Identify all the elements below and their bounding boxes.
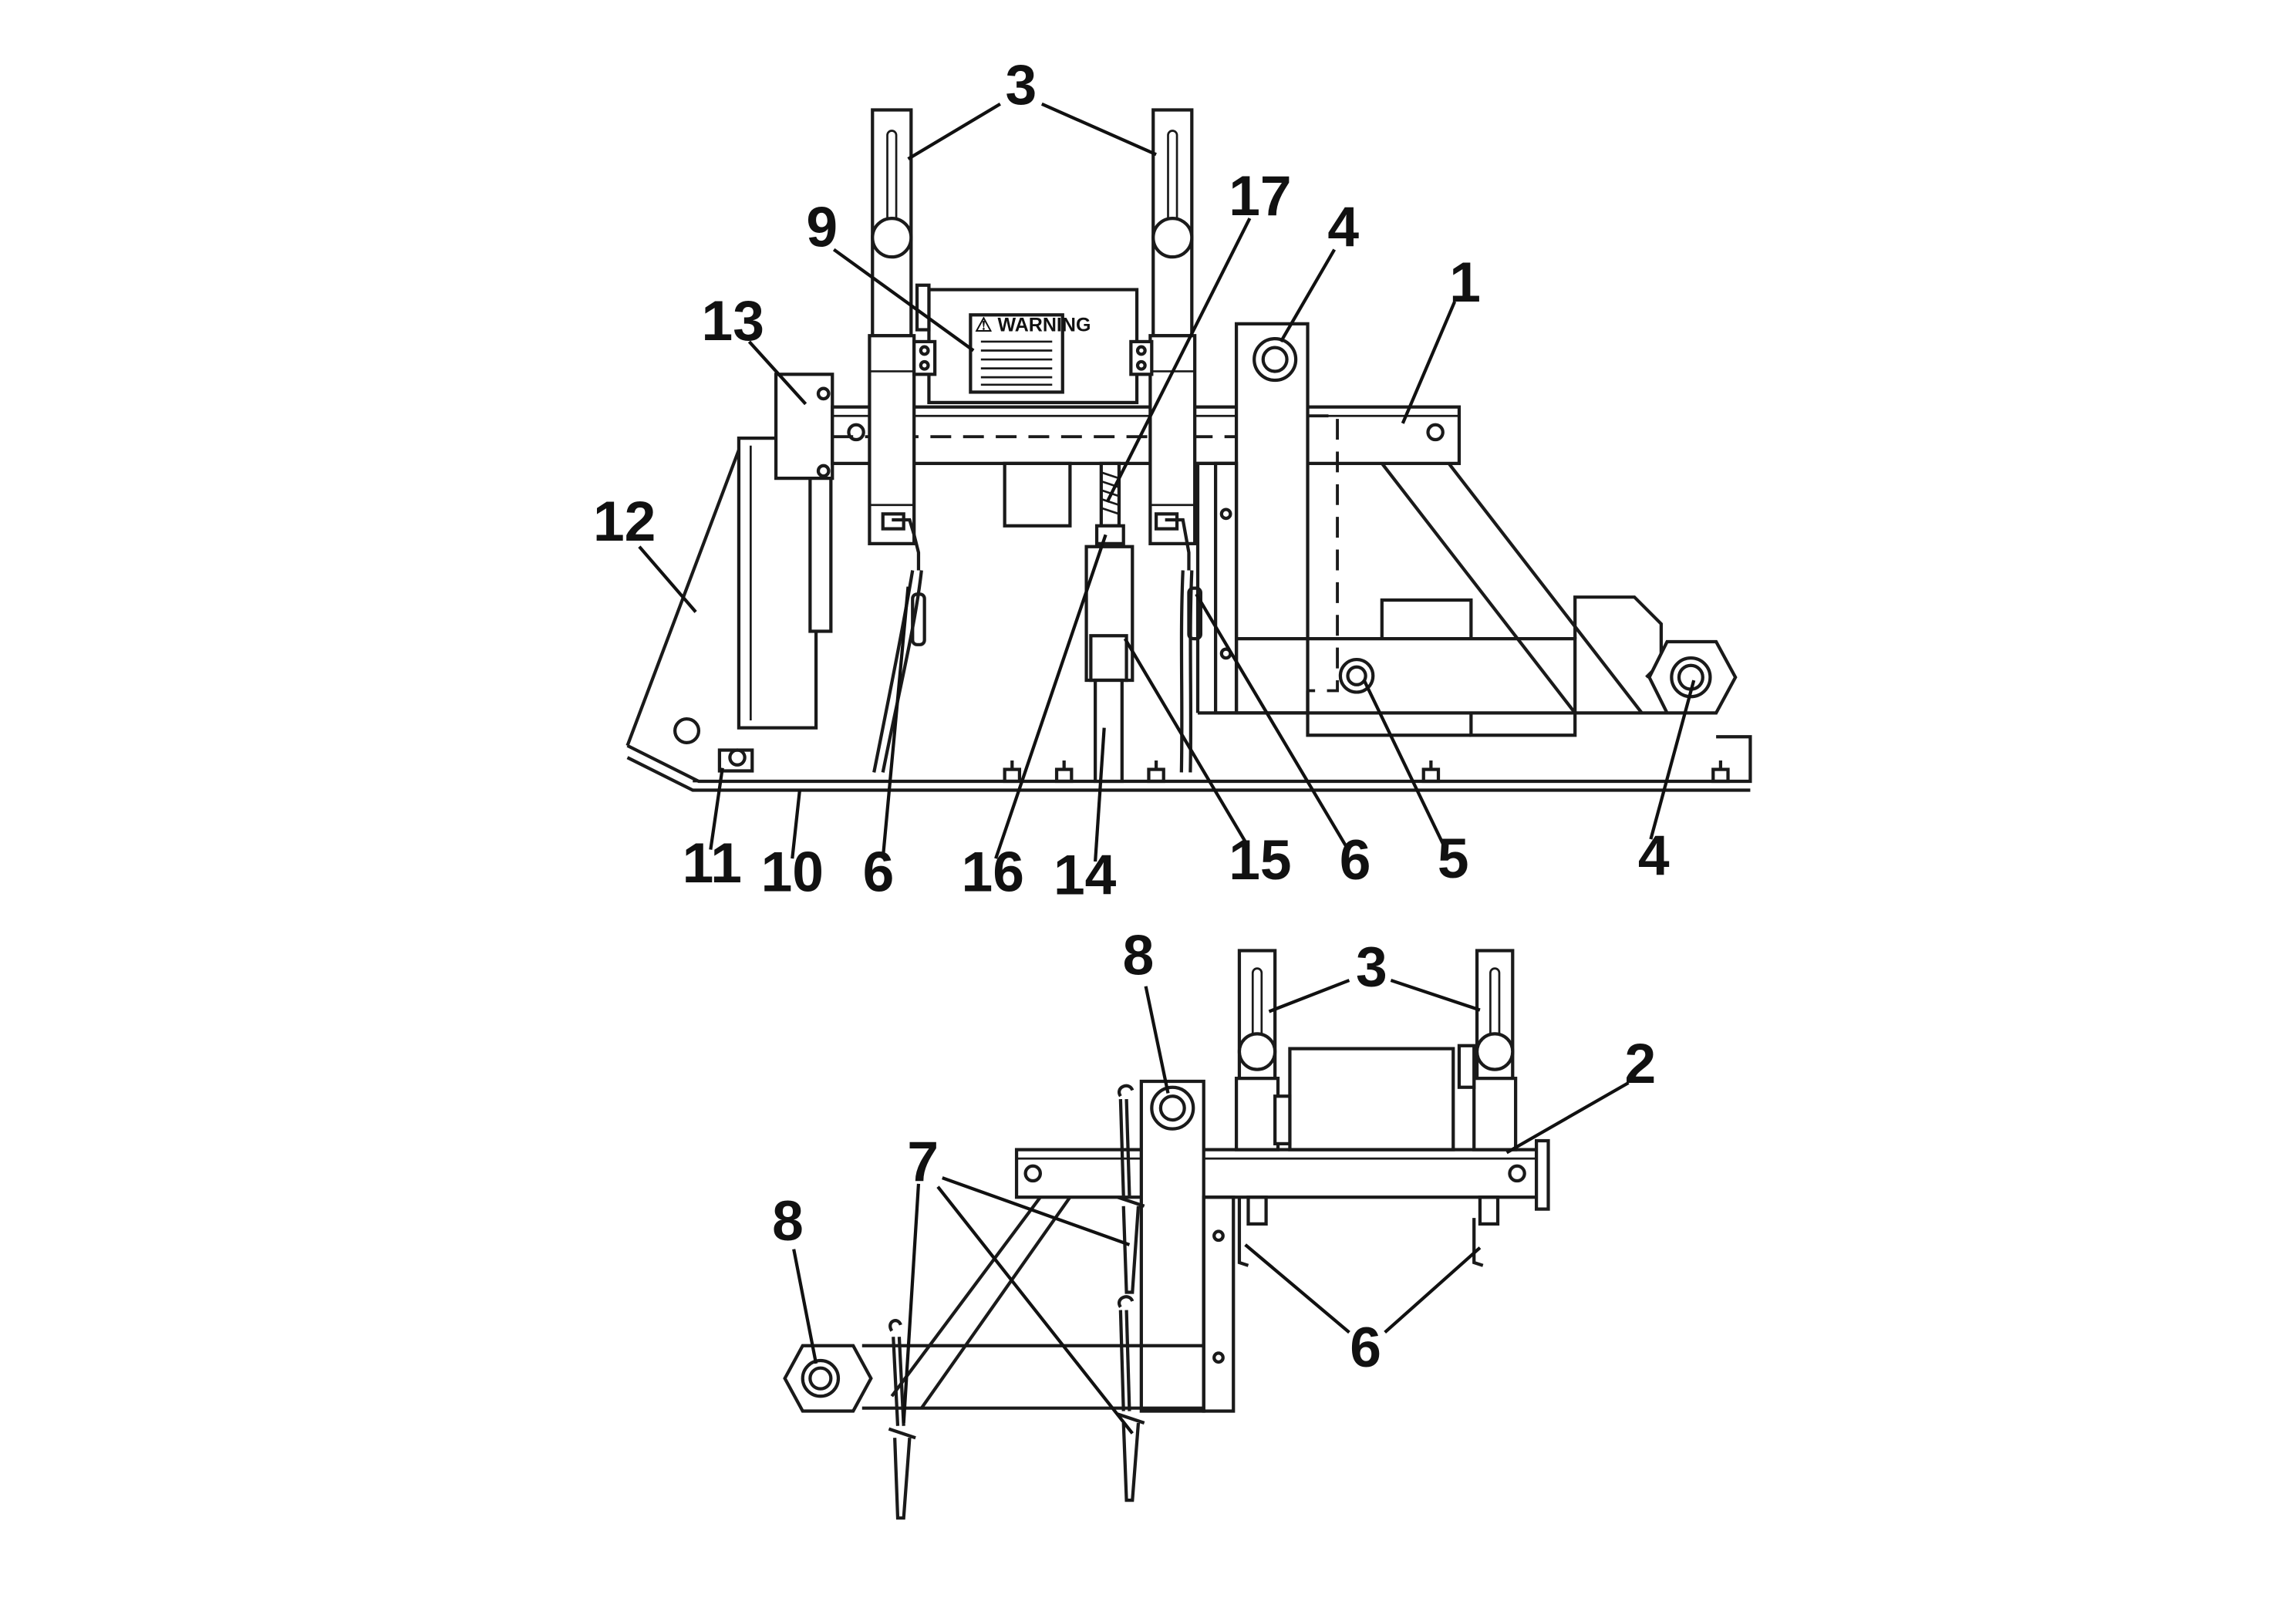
- post-side: [1202, 1195, 1236, 1413]
- hex-pivot: [783, 1344, 873, 1413]
- callout-9: 9: [806, 196, 838, 259]
- warning-decal-text: ⚠ WARNING: [975, 314, 1091, 336]
- callout-8: 8: [1123, 923, 1155, 986]
- pivot-nut: [801, 1358, 841, 1398]
- callout-17: 17: [1229, 164, 1291, 228]
- bolt: [1219, 508, 1232, 521]
- callout-13: 13: [702, 289, 764, 352]
- hitch-pin-ring: [673, 717, 701, 745]
- callout-14: 14: [1054, 843, 1117, 906]
- upright-knob: [1475, 1032, 1515, 1071]
- pivot-bolt: [808, 1366, 833, 1391]
- slot-bottom: [1306, 690, 1472, 737]
- callouts: 3 17 4 9 1 13 12 11 10 6 16 14 15 6 5 4 …: [593, 53, 1670, 1379]
- bolt: [1508, 1164, 1526, 1183]
- base-studs: [1003, 760, 1730, 784]
- lanyard-pin-left: [888, 1319, 916, 1520]
- lanyard-pin-center: [1117, 1084, 1145, 1502]
- callout-4: 4: [1638, 824, 1670, 887]
- upright-knob: [871, 216, 913, 259]
- upright-sleeve: [1472, 1077, 1518, 1152]
- pivot-bolt: [1158, 1094, 1186, 1122]
- hex-pivot: [1647, 639, 1738, 715]
- callout-6: 6: [1340, 828, 1371, 892]
- pivot-nut: [1253, 336, 1298, 383]
- right-post: [1234, 322, 1310, 715]
- cam-plate: [1573, 595, 1663, 679]
- callout-15: 15: [1229, 828, 1291, 892]
- jack-foot: [1094, 678, 1124, 784]
- body-edge: [1195, 461, 1237, 713]
- vertical-post: [1139, 1079, 1205, 1413]
- motor-box: [1003, 461, 1072, 528]
- upright-left: [1237, 949, 1277, 1098]
- callout-11: 11: [683, 831, 742, 895]
- pin-6: [1237, 1197, 1249, 1267]
- chain-left: [872, 512, 926, 773]
- diagonal-brace: [1381, 462, 1576, 714]
- jack-collar: [1094, 524, 1125, 545]
- bottom-assembly: [783, 949, 1550, 1520]
- callout-3: 3: [1005, 53, 1037, 116]
- post-side: [1214, 461, 1239, 715]
- housing-latch: [915, 283, 931, 332]
- callout-2: 2: [1625, 1032, 1657, 1095]
- bracket-13: [774, 373, 834, 481]
- diagonal-brace: [920, 1195, 1072, 1409]
- pin-5-core: [1346, 665, 1367, 686]
- housing-lower: [1288, 1047, 1455, 1152]
- pin-6: [1472, 1218, 1484, 1267]
- bolt: [816, 386, 831, 401]
- callout-7: 7: [907, 1130, 939, 1193]
- warning-decal-lines: [980, 340, 1053, 386]
- bolt: [1426, 423, 1445, 442]
- callout-6: 6: [1350, 1316, 1381, 1379]
- hitch-pin-block: [717, 748, 754, 773]
- callout-4: 4: [1327, 196, 1359, 259]
- callout-3: 3: [1356, 936, 1387, 999]
- hidden-slot: [1306, 414, 1339, 693]
- jack-body: [1084, 545, 1135, 683]
- upright-knob: [1237, 1032, 1277, 1071]
- diagonal-brace: [1447, 462, 1644, 714]
- pivot-bolt: [1261, 346, 1289, 373]
- end-plate: [1534, 1138, 1550, 1211]
- lower-plate: [1236, 636, 1577, 737]
- callout-6: 6: [863, 840, 895, 903]
- callout-16: 16: [962, 840, 1024, 903]
- upper-tab: [1380, 598, 1473, 639]
- leader-lines: [638, 102, 1696, 1435]
- bolt: [816, 464, 831, 478]
- callout-10: 10: [761, 840, 824, 903]
- pivot-nut: [1150, 1085, 1195, 1131]
- bolt: [847, 423, 865, 442]
- warning-decal: [969, 313, 1064, 394]
- upright-right: [1475, 949, 1515, 1098]
- secondary-frame-beam: [1014, 1148, 1539, 1199]
- diagonal-brace: [890, 1195, 1042, 1398]
- callout-5: 5: [1438, 827, 1469, 890]
- callout-12: 12: [593, 490, 656, 553]
- top-assembly: ⚠ WARNING: [625, 108, 1752, 792]
- pin-5: [1338, 657, 1375, 694]
- callout-8: 8: [772, 1189, 804, 1253]
- chain-right: [1154, 512, 1202, 773]
- bolt: [1023, 1164, 1042, 1183]
- base-beam-lower: [626, 756, 1751, 792]
- upright-knob: [1151, 216, 1194, 259]
- upright-sleeve: [1234, 1077, 1280, 1152]
- callout-1: 1: [1449, 251, 1481, 314]
